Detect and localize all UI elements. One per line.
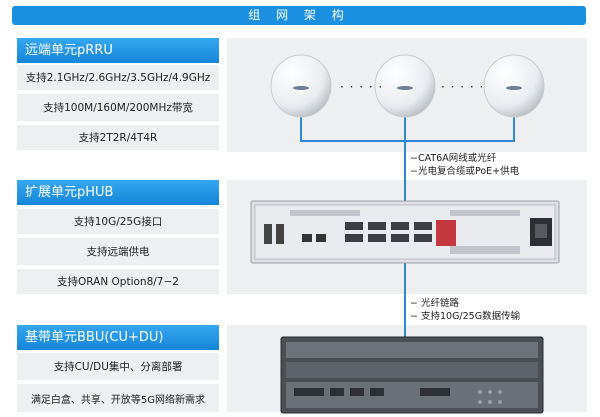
rru-bus-line: [300, 140, 515, 142]
feature-phub-oran: 支持ORAN Option8/7−2: [17, 269, 219, 294]
rru3-drop-line: [513, 112, 515, 142]
feature-prru-bandwidth: 支持100M/160M/200MHz带宽: [17, 94, 219, 121]
bbu-device-icon: [280, 336, 544, 414]
section-header-prru: 远端单元pRRU: [17, 38, 219, 63]
rru-hub-trunk-line: [404, 140, 406, 202]
feature-phub-interface: 支持10G/25G接口: [17, 209, 219, 234]
feature-prru-mimo: 支持2T2R/4T4R: [17, 125, 219, 150]
hub-bbu-link-note: − 光纤链路 − 支持10G/25G数据传输: [410, 298, 521, 322]
section-header-bbu: 基带单元BBU(CU+DU): [17, 325, 219, 350]
feature-bbu-deployment: 支持CU/DU集中、分离部署: [17, 353, 219, 380]
rru-device-icon: [483, 54, 545, 118]
ellipsis-dots: · · · · ·: [441, 80, 485, 94]
rru1-drop-line: [300, 112, 302, 142]
feature-bbu-openness: 满足白盒、共享、开放等5G网络新需求: [17, 384, 219, 412]
feature-phub-power: 支持远端供电: [17, 238, 219, 265]
rru2-drop-line: [404, 112, 406, 142]
section-header-phub: 扩展单元pHUB: [17, 180, 219, 205]
rru-device-icon: [270, 54, 332, 118]
ellipsis-dots: · · · · ·: [340, 80, 384, 94]
hub-bbu-trunk-line: [404, 262, 406, 340]
hub-device-icon: [250, 200, 560, 264]
rru-hub-link-note: −CAT6A网线或光纤 −光电复合缆或PoE+供电: [410, 153, 520, 177]
feature-prru-bands: 支持2.1GHz/2.6GHz/3.5GHz/4.9GHz: [17, 65, 219, 90]
page-title: 组 网 架 构: [12, 6, 586, 25]
rru-device-icon: [374, 54, 436, 118]
